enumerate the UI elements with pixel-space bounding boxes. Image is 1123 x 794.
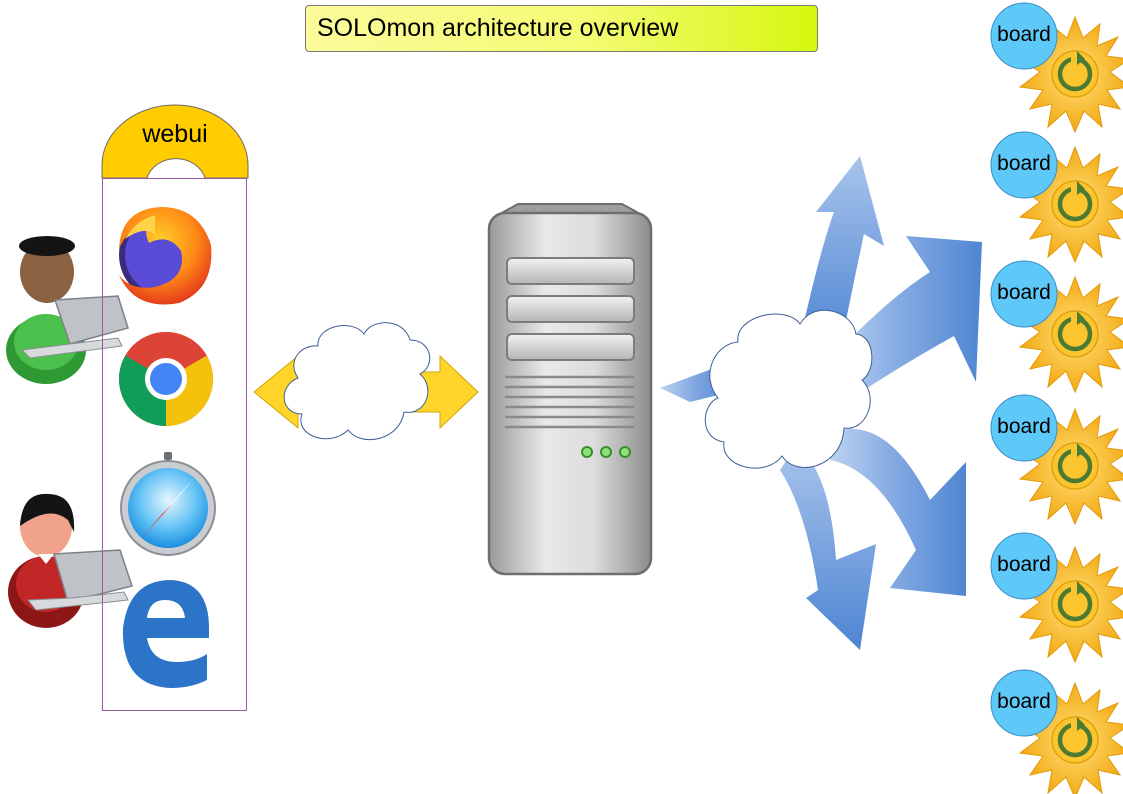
- cloud-icon: [283, 322, 431, 441]
- board-label: board: [997, 690, 1051, 713]
- safari-icon: [120, 452, 216, 556]
- board-label: board: [997, 23, 1051, 46]
- board-node: [990, 2, 1123, 132]
- cloud-icon: [704, 309, 873, 469]
- user-icon: [6, 236, 129, 384]
- board-node: [990, 532, 1123, 662]
- board-node: [990, 394, 1123, 524]
- webui-label: webui: [142, 120, 208, 148]
- diagram-title: SOLOmon architecture overview: [305, 5, 818, 52]
- board-node: [990, 131, 1123, 262]
- fanout-arrows: [660, 156, 982, 650]
- board-label: board: [997, 152, 1051, 175]
- board-label: board: [997, 415, 1051, 438]
- board-label: board: [997, 281, 1051, 304]
- server-tower-icon: [487, 203, 653, 576]
- board-node: [990, 260, 1123, 392]
- board-label: board: [997, 553, 1051, 576]
- firefox-icon: [119, 207, 212, 305]
- webui-panel: [102, 178, 247, 711]
- webui-header-arch: [101, 104, 249, 179]
- edge-icon: [122, 580, 209, 688]
- board-node: [990, 669, 1123, 794]
- user-icon: [8, 493, 133, 628]
- chrome-icon: [119, 332, 213, 426]
